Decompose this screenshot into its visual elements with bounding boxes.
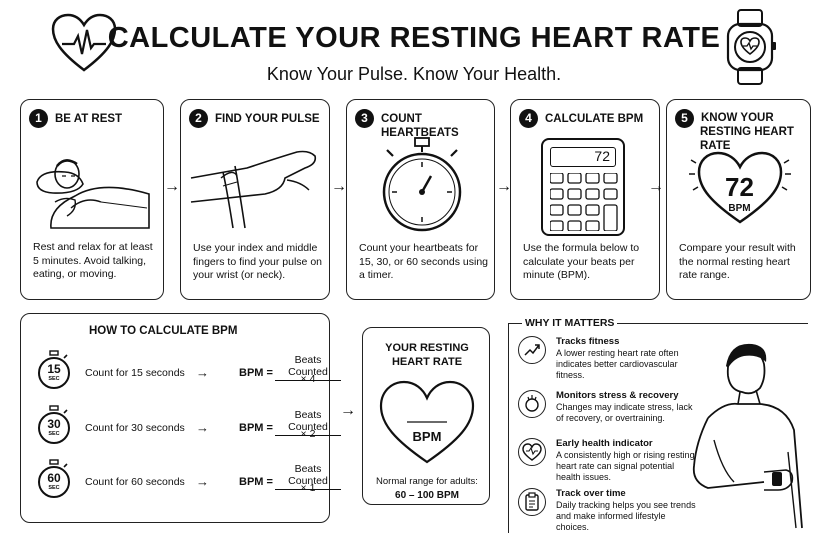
timer-unit: SEC [48, 376, 60, 382]
calculator-icon: 72 [541, 138, 625, 236]
formula-numerator: Beats Counted [275, 354, 341, 381]
page-title: CALCULATE YOUR RESTING HEART RATE [107, 22, 721, 54]
formula-numerator: Beats Counted [275, 463, 341, 490]
bpm-equals: BPM = [239, 422, 273, 434]
heart-pulse-logo-icon [51, 13, 117, 72]
step-title: KNOW YOUR RESTING HEART RATE [700, 111, 810, 153]
stopwatch-icon [382, 137, 462, 232]
timer-value: 30 [47, 417, 61, 431]
formula-denominator: × 4 [300, 373, 316, 385]
result-title-line2: HEART RATE [391, 356, 463, 368]
page-subtitle: Know Your Pulse. Know Your Health. [266, 64, 562, 84]
step-description: Use your index and middle fingers to fin… [193, 242, 322, 281]
step-card-count-heartbeats: 3 COUNT HEARTBEATS Count your heartbeats… [346, 99, 495, 300]
why-divider [508, 323, 808, 324]
how-to-title: HOW TO CALCULATE BPM [89, 325, 238, 337]
person-resting-icon [36, 159, 150, 229]
heart-pulse-icon [518, 438, 546, 466]
timer-icon [38, 459, 70, 498]
heart-rate-unit: BPM [728, 203, 751, 214]
how-to-calculate-panel: HOW TO CALCULATE BPM 15 SEC Count for 15… [20, 313, 341, 523]
step-card-know-resting-heart-rate: 5 KNOW YOUR RESTING HEART RATE 72 BPM Co… [666, 99, 811, 300]
wrist-pulse-icon [190, 150, 317, 229]
stress-head-icon [518, 390, 546, 418]
calculator-display: 72 [550, 147, 616, 167]
normal-range-label: Normal range for adults: [376, 476, 478, 487]
arrow-icon: → [196, 420, 209, 435]
normal-range-value: 60 – 100 BPM [395, 490, 459, 501]
step-card-find-pulse: 2 FIND YOUR PULSE Use your index and mid… [180, 99, 330, 300]
step-title-line1: KNOW YOUR [701, 112, 774, 124]
why-item-desc: Changes may indicate stress, lack of rec… [556, 402, 693, 423]
heart-rate-value: 72 [725, 172, 754, 202]
flow-arrow: → [496, 178, 512, 195]
step-card-calculate-bpm: 4 CALCULATE BPM 72 Use the formula below… [510, 99, 660, 300]
flow-arrow: → [648, 178, 664, 195]
step-title-line2: RESTING HEART RATE [700, 126, 794, 152]
why-item: Early health indicator A consistently hi… [518, 438, 698, 490]
step-description: Count your heartbeats for 15, 30, or 60 … [359, 242, 489, 281]
why-divider-vertical [508, 323, 509, 533]
step-title: FIND YOUR PULSE [215, 113, 320, 125]
step-number: 3 [355, 109, 374, 128]
why-item: Tracks fitness A lower resting heart rat… [518, 336, 698, 388]
arrow-icon: → [196, 365, 209, 380]
step-number: 1 [29, 109, 48, 128]
heart-icon [689, 151, 791, 224]
why-item-desc: Daily tracking helps you see trends and … [556, 500, 696, 532]
result-title: YOUR RESTING HEART RATE [363, 341, 491, 369]
count-label: Count for 30 seconds [85, 422, 185, 434]
flow-arrow: → [340, 402, 356, 419]
formula-numerator: Beats Counted [275, 409, 341, 436]
result-unit: BPM [412, 429, 442, 444]
step-number: 2 [189, 109, 208, 128]
smartwatch-icon [726, 9, 776, 85]
step-description: Use the formula below to calculate your … [523, 242, 640, 281]
timer-icon [38, 405, 70, 444]
count-label: Count for 60 seconds [85, 476, 185, 488]
step-number: 5 [675, 109, 694, 128]
flow-arrow: → [164, 178, 180, 195]
result-card: YOUR RESTING HEART RATE BPM Normal range… [362, 327, 490, 505]
timer-icon [38, 350, 70, 389]
trend-up-icon [518, 336, 546, 364]
why-item-title: Early health indicator [556, 438, 653, 449]
step-number: 4 [519, 109, 538, 128]
timer-value: 15 [47, 362, 61, 376]
why-item-desc: A consistently high or rising resting he… [556, 450, 695, 482]
heart-outline-icon [379, 380, 475, 464]
timer-unit: SEC [48, 485, 60, 491]
bpm-equals: BPM = [239, 476, 273, 488]
step-title: CALCULATE BPM [545, 113, 644, 125]
why-item: Monitors stress & recovery Changes may i… [518, 390, 698, 442]
bpm-row-15: 15 SEC Count for 15 seconds → BPM = Beat… [21, 350, 351, 394]
timer-unit: SEC [48, 431, 60, 437]
why-item-title: Tracks fitness [556, 336, 620, 347]
flow-arrow: → [331, 178, 347, 195]
why-title: WHY IT MATTERS [522, 317, 618, 329]
step-title: COUNT HEARTBEATS [381, 113, 459, 139]
why-item-title: Monitors stress & recovery [556, 390, 679, 401]
bpm-row-60: 60 SEC Count for 60 seconds → BPM = Beat… [21, 459, 351, 503]
bpm-equals: BPM = [239, 367, 273, 379]
bpm-row-30: 30 SEC Count for 30 seconds → BPM = Beat… [21, 405, 351, 449]
why-item: Track over time Daily tracking helps you… [518, 488, 698, 540]
step-title: BE AT REST [55, 113, 123, 125]
step-description: Rest and relax for at least 5 minutes. A… [33, 241, 153, 280]
step-description: Compare your result with the normal rest… [679, 242, 796, 281]
formula-denominator: × 1 [300, 482, 316, 494]
clipboard-icon [518, 488, 546, 516]
calculator-keys [550, 173, 618, 231]
step-card-be-at-rest: 1 BE AT REST Rest and relax for at least… [20, 99, 164, 300]
timer-value: 60 [47, 471, 61, 485]
person-checking-watch-illustration [692, 343, 803, 529]
result-title-line1: YOUR RESTING [385, 342, 469, 354]
arrow-icon: → [196, 474, 209, 489]
why-item-title: Track over time [556, 488, 626, 499]
why-panel: WHY IT MATTERS Tracks fitness A lower re… [508, 314, 808, 534]
count-label: Count for 15 seconds [85, 367, 185, 379]
formula-denominator: × 2 [300, 428, 316, 440]
why-item-desc: A lower resting heart rate often indicat… [556, 348, 679, 380]
